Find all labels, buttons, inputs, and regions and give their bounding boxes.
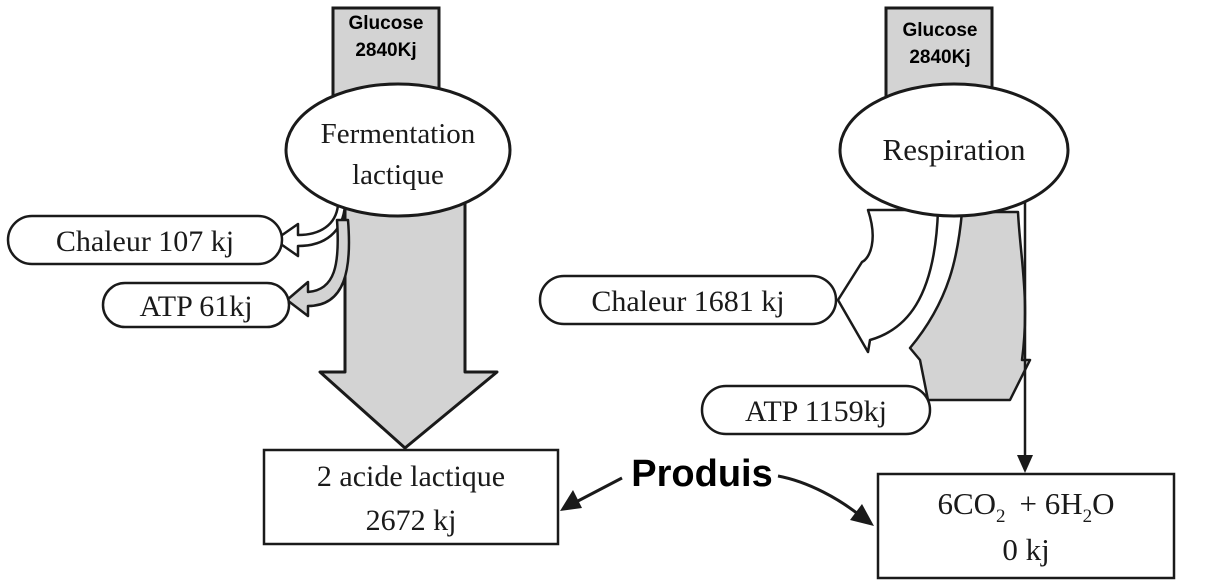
respiration-heat-arrow <box>836 208 940 354</box>
co2-text: 6CO <box>937 486 996 521</box>
fermentation-atp-arrow <box>285 218 351 318</box>
fermentation-heat-arrow <box>273 203 347 258</box>
co2-subscript: 2 <box>996 506 1006 527</box>
fermentation-glucose-label: Glucose <box>349 13 424 34</box>
respiration-glucose-energy: 2840Kj <box>909 47 970 68</box>
fermentation-pathway: Glucose 2840Kj Fermentation lactique Cha… <box>6 6 560 546</box>
fermentation-product-box <box>262 448 560 546</box>
respiration-product-arrowhead <box>1017 455 1033 473</box>
respiration-atp-arrow <box>908 210 1032 402</box>
fermentation-product-line1: 2 acide lactique <box>317 460 505 493</box>
respiration-product-line1: 6CO2+ 6H2O <box>937 486 1114 527</box>
fermentation-process-label-line1: Fermentation <box>321 118 476 150</box>
respiration-atp-box <box>700 384 932 436</box>
fermentation-process-label-line2: lactique <box>352 159 444 191</box>
respiration-heat-box <box>538 274 838 326</box>
respiration-atp-label: ATP 1159kj <box>745 395 887 428</box>
h2o-subscript: 2 <box>1083 506 1093 527</box>
produits-label: Produis <box>631 453 772 495</box>
fermentation-heat-box <box>6 214 284 266</box>
respiration-process-node <box>838 82 1070 218</box>
fermentation-heat-label: Chaleur 107 kj <box>56 225 234 258</box>
fermentation-atp-box <box>101 281 291 329</box>
respiration-heat-label: Chaleur 1681 kj <box>591 285 784 318</box>
respiration-process-label: Respiration <box>883 132 1026 167</box>
produits-right-arrow-line <box>777 474 859 516</box>
produits-left-arrow-line <box>575 476 623 504</box>
produits-right-arrowhead <box>850 504 874 526</box>
respiration-glucose-label: Glucose <box>903 20 978 41</box>
h2o-end: O <box>1092 486 1114 521</box>
respiration-product-box <box>876 472 1176 580</box>
respiration-pathway: Glucose 2840Kj Respiration Chaleur 1681 … <box>538 6 1176 580</box>
fermentation-glucose-energy: 2840Kj <box>355 40 416 61</box>
fermentation-product-line2: 2672 kj <box>366 504 457 537</box>
fermentation-main-arrow <box>318 188 499 450</box>
produits-callout: Produis <box>560 453 874 526</box>
fermentation-process-node <box>284 82 512 218</box>
h2o-text: + 6H <box>1020 486 1083 521</box>
respiration-product-line2: 0 kj <box>1002 532 1049 567</box>
fermentation-atp-label: ATP 61kj <box>139 290 252 323</box>
produits-left-arrowhead <box>560 490 582 511</box>
